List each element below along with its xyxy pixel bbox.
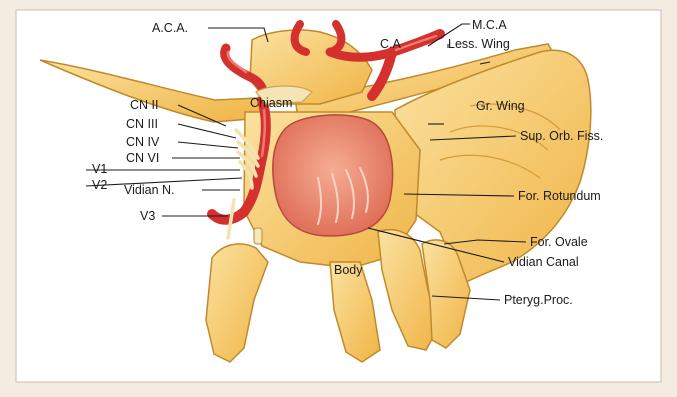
label-aca: A.C.A. — [152, 21, 188, 35]
label-vidian-n: Vidian N. — [124, 183, 175, 197]
label-pteryg-proc: Pteryg.Proc. — [504, 293, 573, 307]
label-cn3: CN III — [126, 117, 158, 131]
label-less-wing: Less. Wing — [448, 37, 510, 51]
label-for-ovale: For. Ovale — [530, 235, 588, 249]
label-sup-orb-fiss: Sup. Orb. Fiss. — [520, 129, 603, 143]
label-cn6: CN VI — [126, 151, 159, 165]
label-v2: V2 — [92, 178, 107, 192]
label-vidian-canal: Vidian Canal — [508, 255, 579, 269]
label-gr-wing: Gr. Wing — [476, 99, 525, 113]
label-chiasm: Chiasm — [250, 96, 292, 110]
label-body: Body — [334, 263, 363, 277]
label-ca: C.A — [380, 37, 402, 51]
label-cn2: CN II — [130, 98, 158, 112]
label-v3: V3 — [140, 209, 155, 223]
label-v1: V1 — [92, 162, 107, 176]
label-mca: M.C.A — [472, 18, 507, 32]
carotid-stub — [254, 228, 262, 244]
label-cn4: CN IV — [126, 135, 160, 149]
label-for-rotundum: For. Rotundum — [518, 189, 601, 203]
right-aca — [330, 52, 392, 57]
